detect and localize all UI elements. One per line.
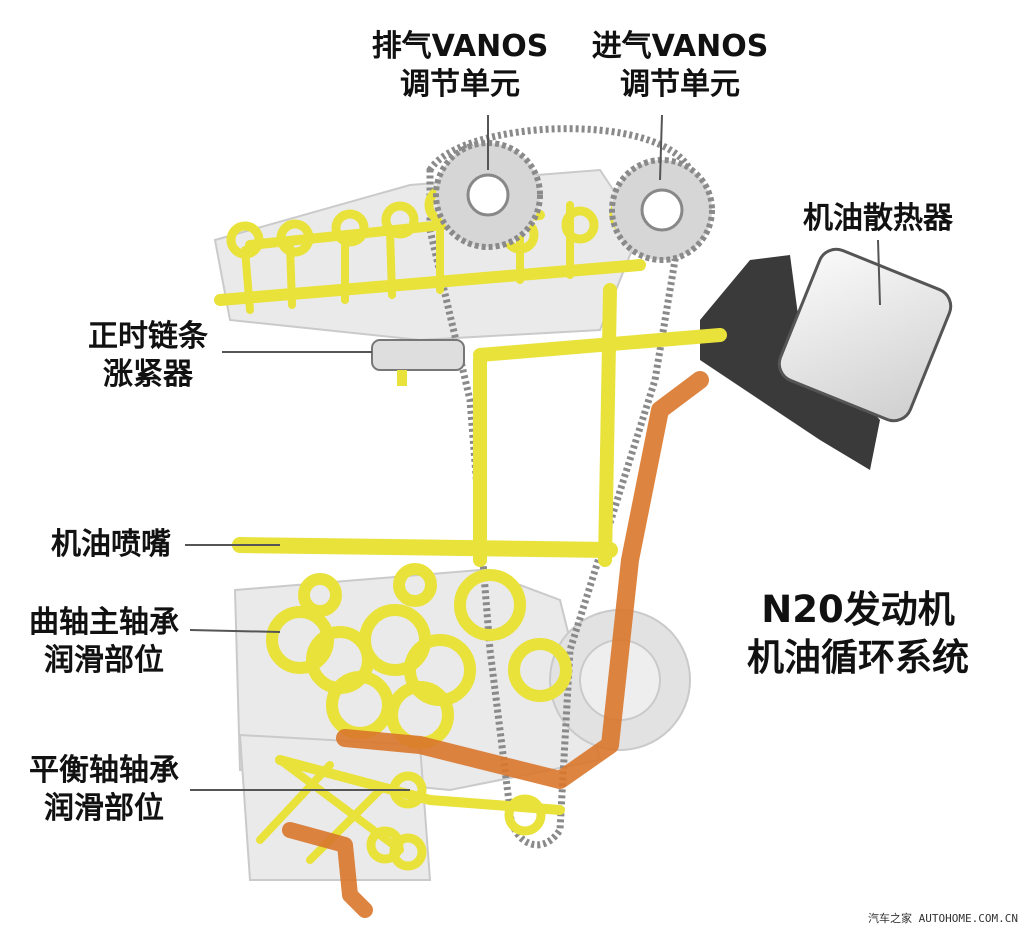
- intake-vanos-unit: [609, 157, 715, 263]
- chain-tensioner-label: 正时链条 涨紧器: [74, 318, 222, 394]
- exhaust-vanos-label-line2: 调节单元: [400, 67, 520, 102]
- crank-bearing-label-line1: 曲轴主轴承: [29, 605, 179, 640]
- leader-lines: [185, 114, 881, 791]
- exhaust-vanos-unit: [433, 140, 543, 250]
- crank-bearing-label: 曲轴主轴承 润滑部位: [16, 604, 192, 680]
- exhaust-vanos-label-line1: 排气VANOS: [371, 29, 549, 64]
- chain-tensioner-label-line1: 正时链条: [88, 319, 208, 354]
- diagram-title: N20发动机 机油循环系统: [718, 586, 998, 682]
- intake-vanos-label-line1: 进气VANOS: [591, 29, 769, 64]
- balance-shaft-bearings: [366, 771, 546, 871]
- oil-feed-orange: [282, 371, 709, 918]
- balance-bearing-label-line2: 润滑部位: [44, 791, 164, 826]
- crank-bearings: [266, 563, 572, 749]
- exhaust-vanos-label: 排气VANOS 调节单元: [360, 28, 560, 104]
- balance-bearing-label: 平衡轴轴承 润滑部位: [16, 752, 192, 828]
- intake-vanos-label: 进气VANOS 调节单元: [580, 28, 780, 104]
- oil-nozzle-label-line1: 机油喷嘴: [51, 527, 171, 562]
- chain-tensioner: [371, 339, 465, 386]
- oil-cooler-label: 机油散热器: [788, 200, 968, 238]
- diagram-title-line1: N20发动机: [761, 588, 955, 631]
- watermark: 汽车之家 AUTOHOME.COM.CN: [868, 912, 1018, 925]
- oil-nozzle-label: 机油喷嘴: [38, 526, 184, 564]
- diagram-title-line2: 机油循环系统: [747, 636, 969, 679]
- chain-tensioner-label-line2: 涨紧器: [103, 357, 193, 392]
- oil-cooler-label-line1: 机油散热器: [803, 201, 953, 236]
- balance-bearing-label-line1: 平衡轴轴承: [29, 753, 179, 788]
- oil-cooler: [700, 247, 953, 470]
- crank-bearing-label-line2: 润滑部位: [44, 643, 164, 678]
- intake-vanos-label-line2: 调节单元: [620, 67, 740, 102]
